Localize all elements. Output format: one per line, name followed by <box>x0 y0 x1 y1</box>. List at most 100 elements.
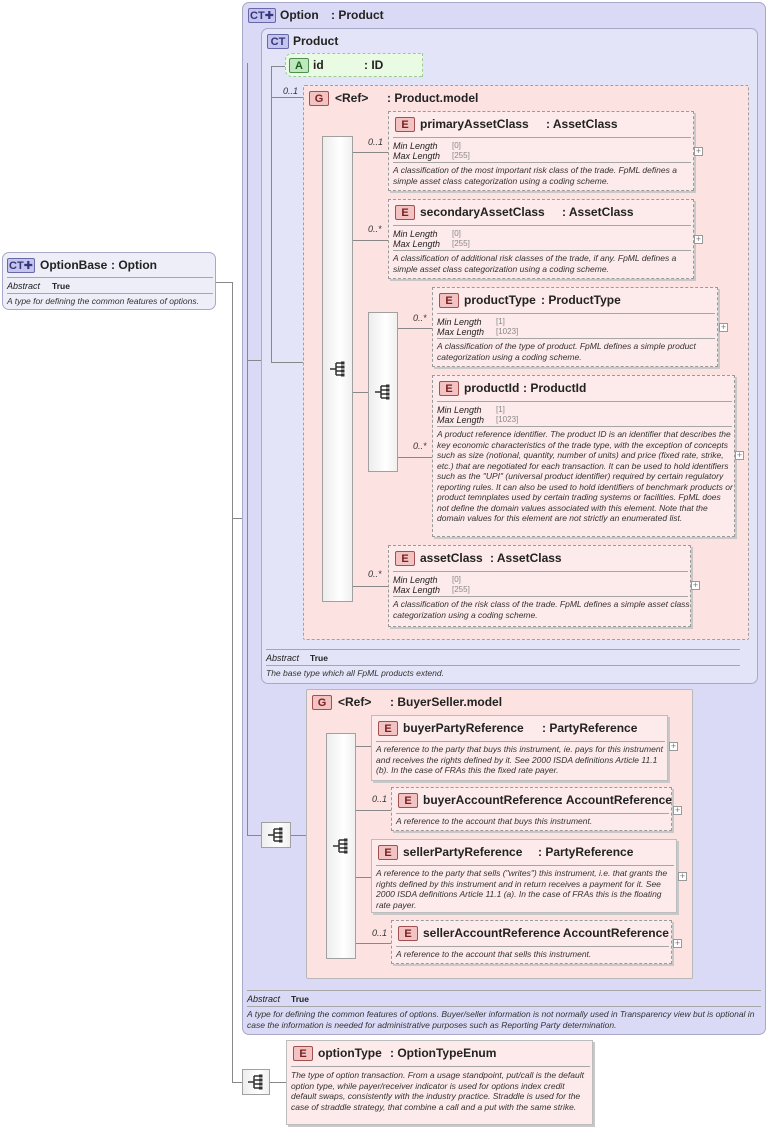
max-length-label: Max Length <box>437 327 485 337</box>
product-id-element[interactable]: E productId : ProductId Min Length [1] M… <box>432 375 735 537</box>
option-base-box[interactable]: CT✚ OptionBase : Option Abstract True A … <box>2 252 216 310</box>
connector-line <box>353 152 388 153</box>
connector-line <box>247 360 261 361</box>
element-type: : PartyReference <box>538 845 634 859</box>
connector-line <box>398 328 432 329</box>
element-name: optionType <box>318 1046 382 1060</box>
sequence-compositor[interactable] <box>322 136 353 602</box>
separator <box>393 596 688 597</box>
seller-account-reference-element[interactable]: E sellerAccountReference : AccountRefere… <box>391 920 672 964</box>
abstract-value: True <box>52 281 70 291</box>
min-length-label: Min Length <box>393 575 438 585</box>
element-name: assetClass <box>420 551 483 565</box>
option-type-element[interactable]: E optionType : OptionTypeEnum The type o… <box>286 1040 593 1125</box>
connector-line <box>356 810 391 811</box>
product-model-type: : Product.model <box>387 91 479 105</box>
primary-asset-class-occurrence: 0..1 <box>368 137 384 147</box>
connector-line <box>271 66 272 362</box>
expand-icon[interactable]: + <box>735 450 744 460</box>
element-badge: E <box>439 381 459 396</box>
max-length-label: Max Length <box>393 239 441 249</box>
element-badge: E <box>293 1046 313 1061</box>
separator <box>376 865 674 866</box>
element-badge: E <box>398 926 418 941</box>
connector-line <box>398 457 432 458</box>
element-description: A reference to the party that sells ("wr… <box>376 868 668 910</box>
group-badge: G <box>309 91 329 106</box>
min-length-value: [0] <box>452 141 461 150</box>
max-length-value: [1023] <box>496 415 519 424</box>
element-description: A reference to the account that buys thi… <box>396 816 593 826</box>
separator <box>393 137 691 138</box>
sequence-compositor[interactable] <box>326 733 356 959</box>
separator <box>393 162 691 163</box>
abstract-label: Abstract <box>247 994 281 1004</box>
connector-line <box>247 835 261 836</box>
sequence-icon <box>248 1074 263 1090</box>
connector-line <box>271 97 303 98</box>
element-name: sellerAccountReference <box>423 926 561 940</box>
connector-line <box>356 877 371 878</box>
buyer-account-reference-element[interactable]: E buyerAccountReference : AccountReferen… <box>391 787 672 831</box>
expand-icon[interactable]: + <box>673 805 682 815</box>
expand-icon[interactable]: + <box>691 580 700 590</box>
element-name: secondaryAssetClass <box>420 205 545 219</box>
product-type-element[interactable]: E productType : ProductType Min Length [… <box>432 287 718 367</box>
secondary-asset-class-occurrence: 0..* <box>368 224 382 234</box>
attribute-id-name: id <box>313 58 324 72</box>
expand-icon[interactable]: + <box>694 146 703 156</box>
connector-line <box>353 392 368 393</box>
min-length-label: Min Length <box>437 405 482 415</box>
attribute-id-box[interactable]: A id : ID <box>285 53 423 77</box>
buyer-seller-model-type: : BuyerSeller.model <box>390 695 503 709</box>
group-badge: G <box>312 695 332 710</box>
connector-line <box>232 1082 242 1083</box>
separator <box>393 250 691 251</box>
expand-icon[interactable]: + <box>694 234 703 244</box>
max-length-value: [255] <box>452 239 470 248</box>
min-length-label: Min Length <box>393 229 438 239</box>
min-length-label: Min Length <box>437 317 482 327</box>
expand-icon[interactable]: + <box>719 322 728 332</box>
primary-asset-class-element[interactable]: E primaryAssetClass : AssetClass Min Len… <box>388 111 694 191</box>
separator <box>266 665 740 666</box>
sequence-icon <box>330 361 345 377</box>
max-length-label: Max Length <box>437 415 485 425</box>
separator <box>7 293 213 294</box>
expand-icon[interactable]: + <box>678 871 687 881</box>
option-base-name: OptionBase <box>40 258 108 272</box>
seller-party-reference-element[interactable]: E sellerPartyReference : PartyReference … <box>371 839 677 913</box>
separator <box>376 741 665 742</box>
max-length-label: Max Length <box>393 585 441 595</box>
element-description: A reference to the account that sells th… <box>396 949 592 959</box>
element-type: : ProductId <box>523 381 587 395</box>
secondary-asset-class-element[interactable]: E secondaryAssetClass : AssetClass Min L… <box>388 199 694 279</box>
expand-icon[interactable]: + <box>673 938 682 948</box>
separator <box>393 571 688 572</box>
element-type: : AccountReference <box>559 793 672 807</box>
sequence-compositor[interactable] <box>242 1069 270 1095</box>
connector-line <box>271 97 272 98</box>
connector-line <box>356 943 391 944</box>
element-type: : ProductType <box>541 293 621 307</box>
separator <box>437 313 715 314</box>
separator <box>396 813 669 814</box>
buyer-party-reference-element[interactable]: E buyerPartyReference : PartyReference A… <box>371 715 668 781</box>
expand-icon[interactable]: + <box>669 741 678 751</box>
element-badge: E <box>378 845 398 860</box>
element-name: primaryAssetClass <box>420 117 529 131</box>
element-type: : AssetClass <box>546 117 618 131</box>
element-description: A product reference identifier. The prod… <box>437 429 733 523</box>
sequence-icon <box>333 838 348 854</box>
connector-line <box>353 586 388 587</box>
sequence-compositor[interactable] <box>261 822 291 848</box>
sequence-compositor[interactable] <box>368 312 398 472</box>
abstract-label: Abstract <box>7 281 41 291</box>
complex-type-extension-badge: CT✚ <box>7 258 35 273</box>
separator <box>393 225 691 226</box>
sequence-icon <box>375 384 390 400</box>
abstract-label: Abstract <box>266 653 300 663</box>
connector-line <box>271 66 285 67</box>
asset-class-element[interactable]: E assetClass : AssetClass Min Length [0]… <box>388 545 691 627</box>
element-badge: E <box>398 793 418 808</box>
